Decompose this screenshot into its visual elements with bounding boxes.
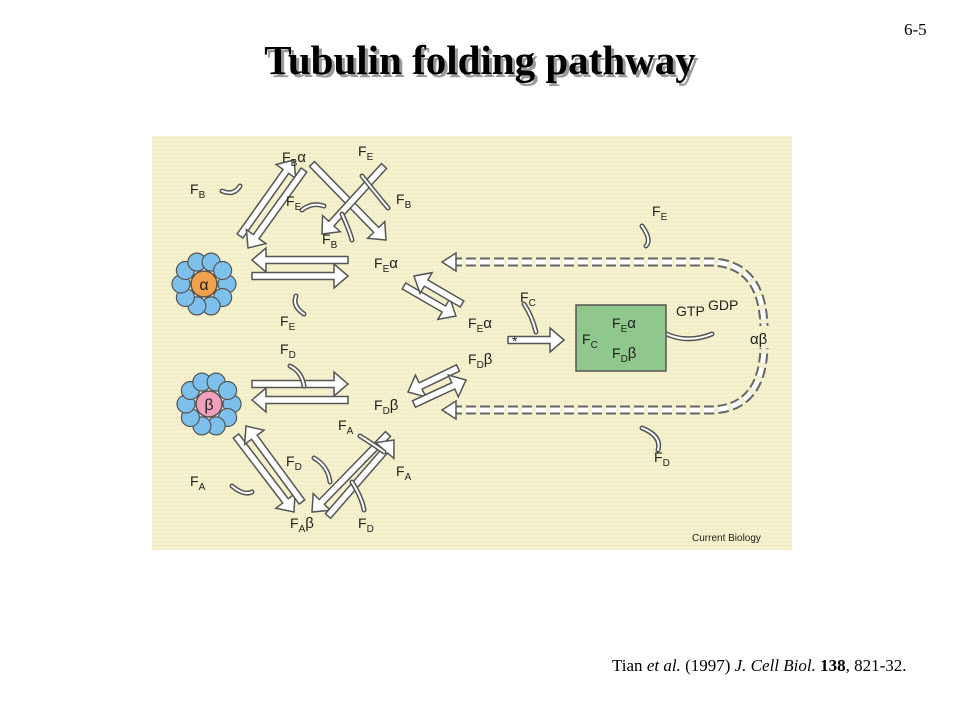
label-box-fe-alpha: FEα	[612, 315, 636, 335]
label-box-fd-beta: FDβ	[612, 345, 637, 365]
figure-background	[152, 136, 792, 550]
label-gtp: GTP	[676, 303, 705, 319]
pathway-arrow	[250, 386, 349, 414]
alpha-tubulin-ring	[171, 252, 237, 316]
label-alphabeta: αβ	[750, 331, 768, 348]
citation-year: (1997)	[680, 656, 735, 675]
ring-subunit	[217, 380, 238, 401]
beta-tubulin-core	[195, 390, 223, 418]
label-fe-mid: FE	[286, 193, 302, 213]
pathway-arrow	[251, 370, 350, 398]
label-fd-top-left: FD	[280, 341, 296, 361]
label-fd-mid: FD	[286, 453, 302, 473]
label-gdp: GDP	[708, 297, 738, 313]
pathway-arrows	[232, 159, 566, 520]
pathway-arrow	[413, 271, 465, 309]
alpha-symbol: α	[199, 277, 208, 294]
pathway-arrow	[251, 262, 350, 290]
citation-journal: J. Cell Biol.	[734, 656, 816, 675]
citation: Tian et al. (1997) J. Cell Biol. 138, 82…	[612, 656, 907, 676]
slide-title: Tubulin folding pathway	[264, 37, 696, 83]
pathway-arrow	[406, 363, 461, 398]
label-fd-bottom: FD	[358, 515, 374, 535]
label-fb-right: FB	[396, 191, 412, 211]
label-fb-lower: FB	[322, 231, 338, 251]
label-fa-top: FA	[338, 417, 354, 437]
pathway-arrow	[321, 162, 388, 235]
ring-subunit	[212, 260, 233, 281]
pathway-arrow	[411, 373, 468, 409]
citation-pages: , 821-32.	[845, 656, 907, 675]
label-fd-beta: FDβ	[374, 397, 399, 417]
slide-number: 6-5	[904, 20, 927, 39]
label-fe-lower-left: FE	[280, 313, 296, 333]
label-fe-alpha: FEα	[374, 255, 398, 275]
pathway-arrow	[243, 425, 306, 506]
citation-author: Tian	[612, 656, 647, 675]
alpha-tubulin-core	[190, 270, 218, 298]
beta-symbol: β	[204, 397, 213, 414]
beta-tubulin-ring	[176, 372, 242, 436]
pathway-arrow	[324, 439, 395, 520]
dashed-arrowhead-top	[440, 251, 457, 273]
pathway-arrow	[232, 432, 296, 513]
label-fd-return: FD	[654, 449, 670, 469]
pathway-arrow	[507, 326, 566, 354]
label-fc: FC	[520, 289, 536, 309]
label-fa-right: FA	[396, 463, 412, 483]
dashed-arrowhead-bottom	[440, 399, 457, 421]
citation-volume: 138	[820, 656, 846, 675]
label-fd-beta-2: FDβ	[468, 351, 493, 371]
label-fe-return: FE	[652, 203, 668, 223]
label-fa-beta: FAβ	[290, 515, 314, 535]
label-fe-alpha-2: FEα	[468, 315, 492, 335]
tubulin-folding-figure: α β FBα FE FB FE FB FB FEα FE FE FC FEα …	[152, 136, 792, 550]
label-fb-alpha: FBα	[282, 149, 306, 169]
label-fe-top: FE	[358, 143, 374, 163]
label-fb-left: FB	[190, 181, 206, 201]
pathway-arrow	[245, 166, 308, 249]
citation-etal: et al.	[646, 656, 681, 675]
complex-box	[575, 304, 667, 372]
figure-credit: Current Biology	[692, 533, 761, 544]
label-box-fc: FC	[582, 331, 598, 351]
pathway-arrow	[401, 281, 457, 321]
pathway-arrow	[236, 159, 297, 240]
label-star: *	[512, 333, 518, 349]
label-fa-left: FA	[190, 473, 206, 493]
